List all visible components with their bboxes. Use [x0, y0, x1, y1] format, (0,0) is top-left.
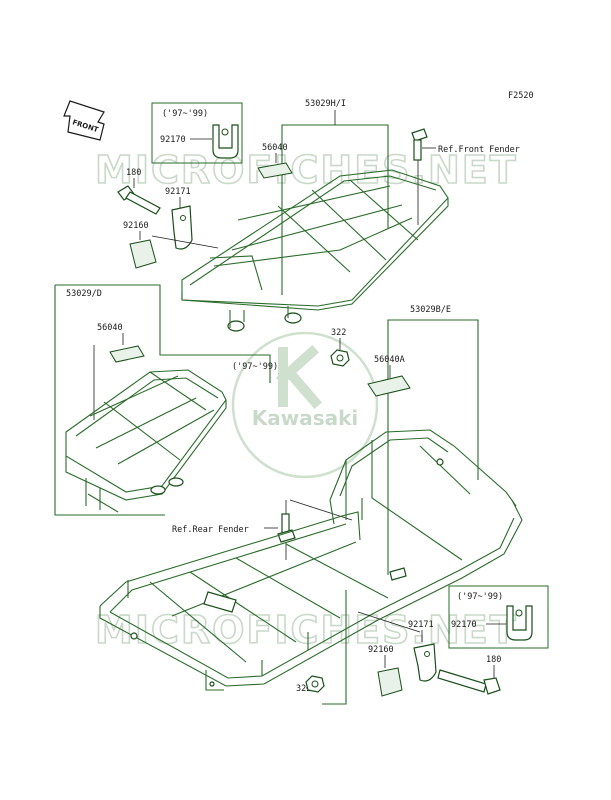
label-nut-rear: 322 — [296, 684, 311, 694]
label-bolt-rear: 180 — [486, 655, 501, 665]
rack-front — [181, 169, 449, 332]
label-rack-left: 53029/D — [66, 289, 102, 299]
label-clamp-rear: 92160 — [368, 645, 394, 655]
bolt-front-fender-icon — [411, 128, 428, 161]
inset-front-years: ('97~'99) — [162, 109, 208, 119]
inset-rear-part: 92170 — [451, 620, 477, 630]
watermark-logo-text: Kawasaki — [252, 406, 359, 430]
label-rack-rear-pad: 56040A — [374, 355, 405, 365]
front-arrow-icon: FRONT — [63, 100, 105, 141]
rack-rear — [99, 429, 523, 691]
inset-front-part: 92170 — [160, 135, 186, 145]
label-bracket-front: 92171 — [165, 187, 191, 197]
label-bolt-front: 180 — [126, 168, 141, 178]
label-rack-left-pad: 56040 — [97, 323, 123, 333]
label-bracket-rear: 92171 — [408, 620, 434, 630]
label-rack-front: 53029H/I — [305, 99, 346, 109]
label-nut-front: 322 — [331, 328, 346, 338]
label-ref-rear-fender: Ref.Rear Fender — [172, 525, 249, 535]
watermark-text-top: MICROFICHES.NET — [95, 148, 518, 192]
label-clamp-front: 92160 — [123, 221, 149, 231]
rack-left — [65, 369, 227, 513]
bolt-front-icon — [117, 185, 161, 215]
inset-left-years: ('97~'99) — [232, 362, 278, 372]
label-rack-rear: 53029B/E — [410, 305, 451, 315]
inset-rear-years: ('97~'99) — [457, 592, 503, 602]
bolt-rear-fender-icon — [277, 513, 296, 543]
label-ref-front-fender: Ref.Front Fender — [438, 145, 520, 155]
watermark-text-bottom: MICROFICHES.NET — [95, 608, 518, 652]
label-rack-front-pad: 56040 — [262, 143, 288, 153]
kawasaki-logo: Kawasaki — [231, 331, 379, 479]
inset-front: ('97~'99) 92170 — [151, 102, 243, 164]
inset-rear: ('97~'99) 92170 — [448, 585, 549, 649]
bolt-rear-icon — [437, 669, 501, 695]
figure-code: F2520 — [508, 91, 534, 101]
